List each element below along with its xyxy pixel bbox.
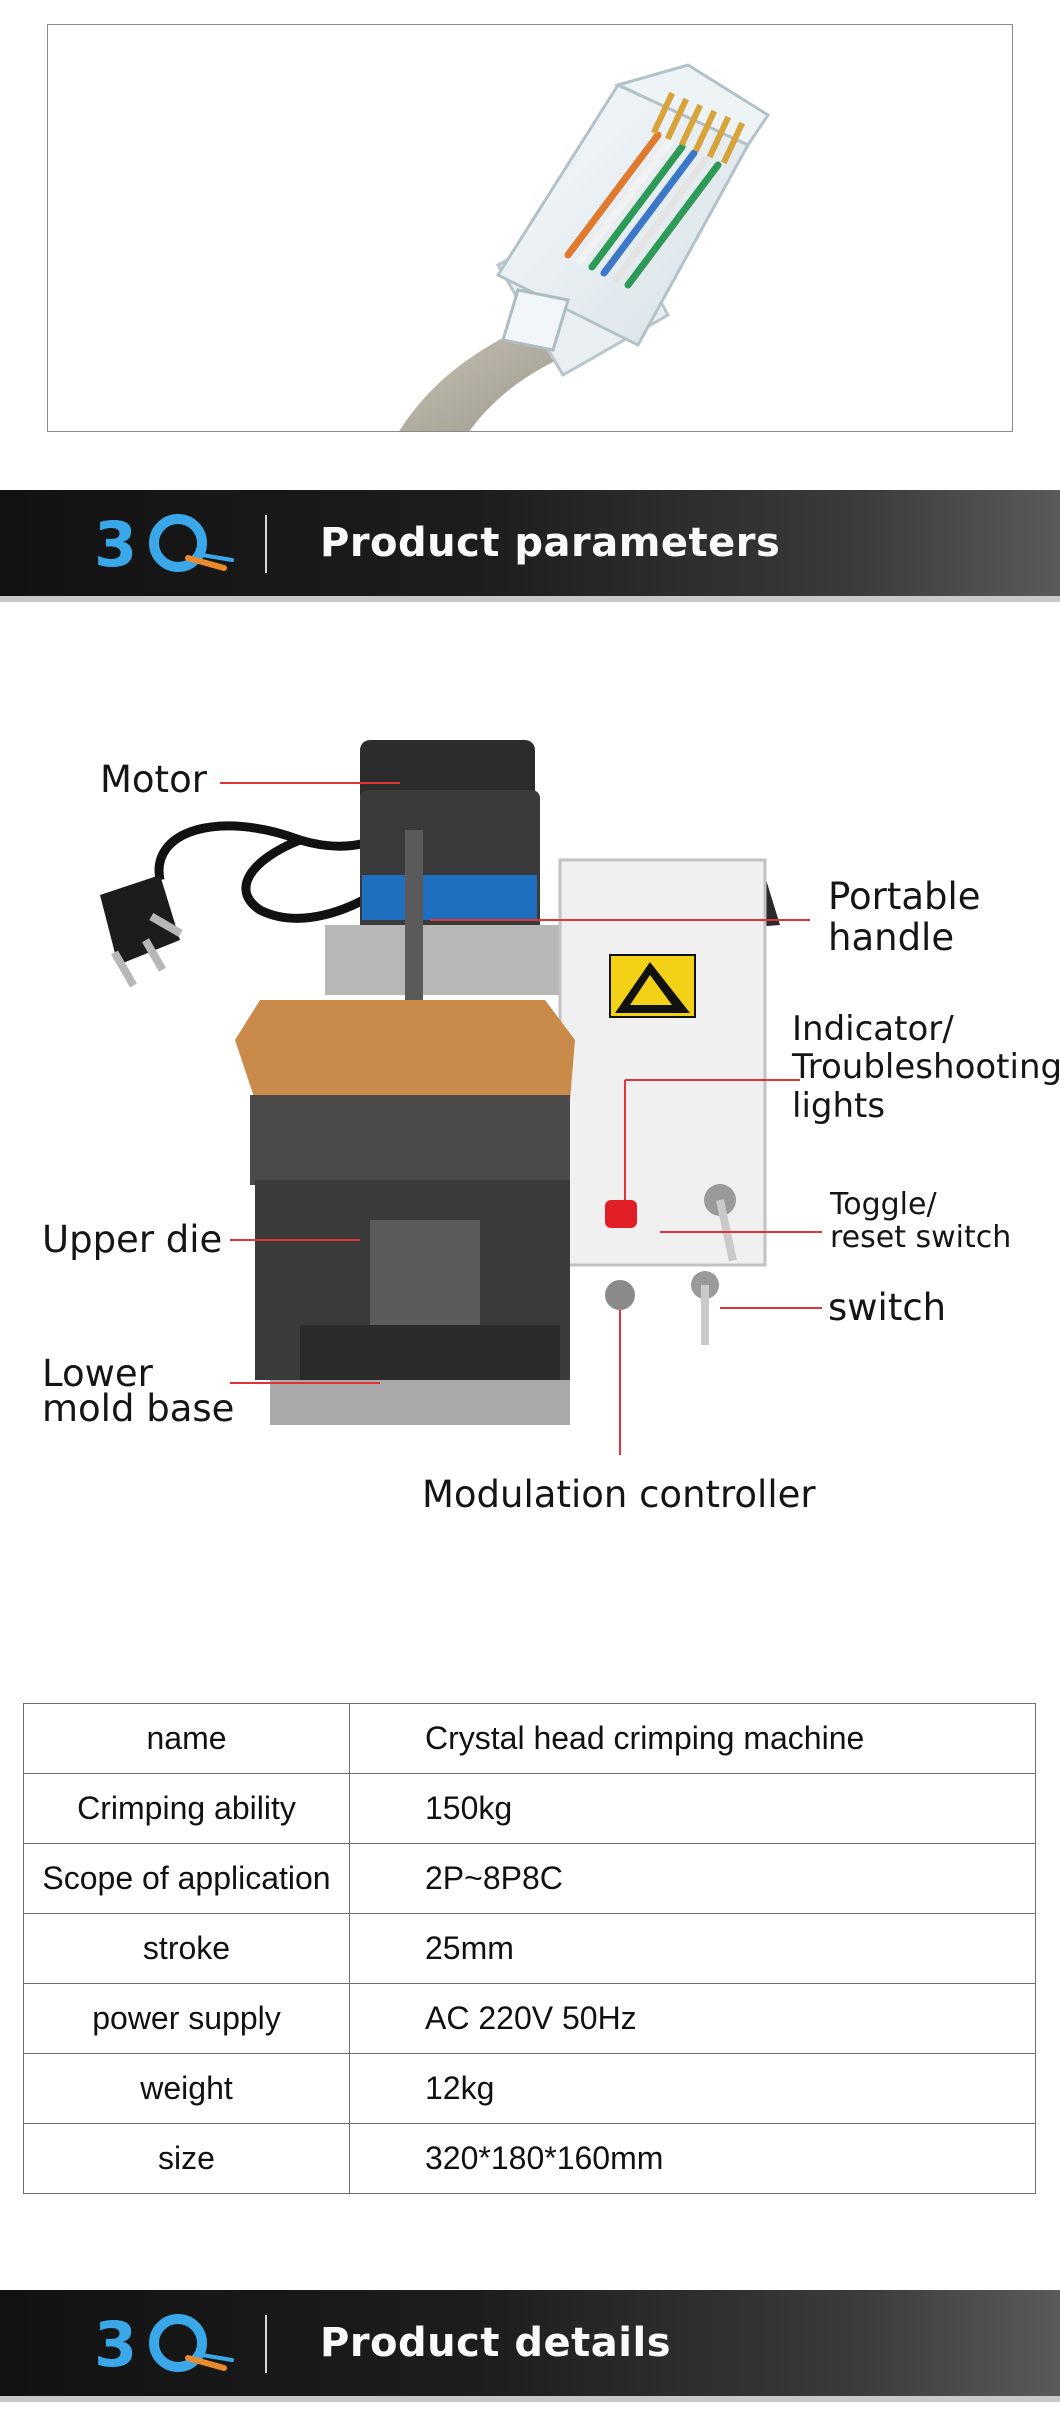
spec-key: weight bbox=[23, 2053, 350, 2124]
table-row: name Crystal head crimping machine bbox=[23, 1703, 1036, 1774]
table-row: Crimping ability 150kg bbox=[23, 1773, 1036, 1844]
label-lower-mold-base: Lower mold base bbox=[42, 1352, 235, 1431]
svg-text:3: 3 bbox=[94, 510, 137, 576]
section-title: Product details bbox=[320, 2320, 671, 2366]
rj45-connector-photo bbox=[399, 63, 771, 431]
section-title: Product parameters bbox=[320, 520, 781, 566]
spec-value: 320*180*160mm bbox=[349, 2123, 1036, 2194]
product-photo-frame bbox=[47, 24, 1013, 432]
label-switch: switch bbox=[828, 1286, 947, 1329]
spec-key: Crimping ability bbox=[23, 1773, 350, 1844]
spec-value: 150kg bbox=[349, 1773, 1036, 1844]
table-row: power supply AC 220V 50Hz bbox=[23, 1983, 1036, 2054]
label-toggle-reset-switch: Toggle/ reset switch bbox=[830, 1187, 1012, 1255]
spec-key: size bbox=[23, 2123, 350, 2194]
banner-divider bbox=[265, 515, 267, 573]
spec-key: Scope of application bbox=[23, 1843, 350, 1914]
spec-value: Crystal head crimping machine bbox=[349, 1703, 1036, 1774]
label-modulation-controller: Modulation controller bbox=[422, 1473, 816, 1516]
spec-value: 2P~8P8C bbox=[349, 1843, 1036, 1914]
crimping-machine-illustration bbox=[100, 740, 822, 1455]
brand-logo-icon: 3 bbox=[94, 2310, 234, 2376]
label-upper-die: Upper die bbox=[42, 1218, 223, 1261]
section-banner-parameters: 3 Product parameters bbox=[0, 490, 1060, 602]
svg-text:3: 3 bbox=[94, 2310, 137, 2376]
power-plug-icon bbox=[100, 875, 183, 988]
brand-logo-icon: 3 bbox=[94, 510, 234, 576]
spec-value: 25mm bbox=[349, 1913, 1036, 1984]
spec-value: 12kg bbox=[349, 2053, 1036, 2124]
esd-warning-icon bbox=[609, 954, 696, 1018]
machine-diagram: Motor Portable handle Indicator/ Trouble… bbox=[0, 680, 1060, 1560]
table-row: Scope of application 2P~8P8C bbox=[23, 1843, 1036, 1914]
spec-key: stroke bbox=[23, 1913, 350, 1984]
table-row: stroke 25mm bbox=[23, 1913, 1036, 1984]
spec-table: name Crystal head crimping machine Crimp… bbox=[23, 1703, 1036, 2194]
table-row: size 320*180*160mm bbox=[23, 2123, 1036, 2194]
label-indicator-lights: Indicator/ Troubleshooting lights bbox=[792, 1009, 1060, 1126]
table-row: weight 12kg bbox=[23, 2053, 1036, 2124]
spec-key: name bbox=[23, 1703, 350, 1774]
label-portable-handle: Portable handle bbox=[828, 875, 981, 959]
banner-divider bbox=[265, 2315, 267, 2373]
label-motor: Motor bbox=[100, 758, 207, 801]
spec-value: AC 220V 50Hz bbox=[349, 1983, 1036, 2054]
section-banner-details: 3 Product details bbox=[0, 2290, 1060, 2402]
spec-key: power supply bbox=[23, 1983, 350, 2054]
